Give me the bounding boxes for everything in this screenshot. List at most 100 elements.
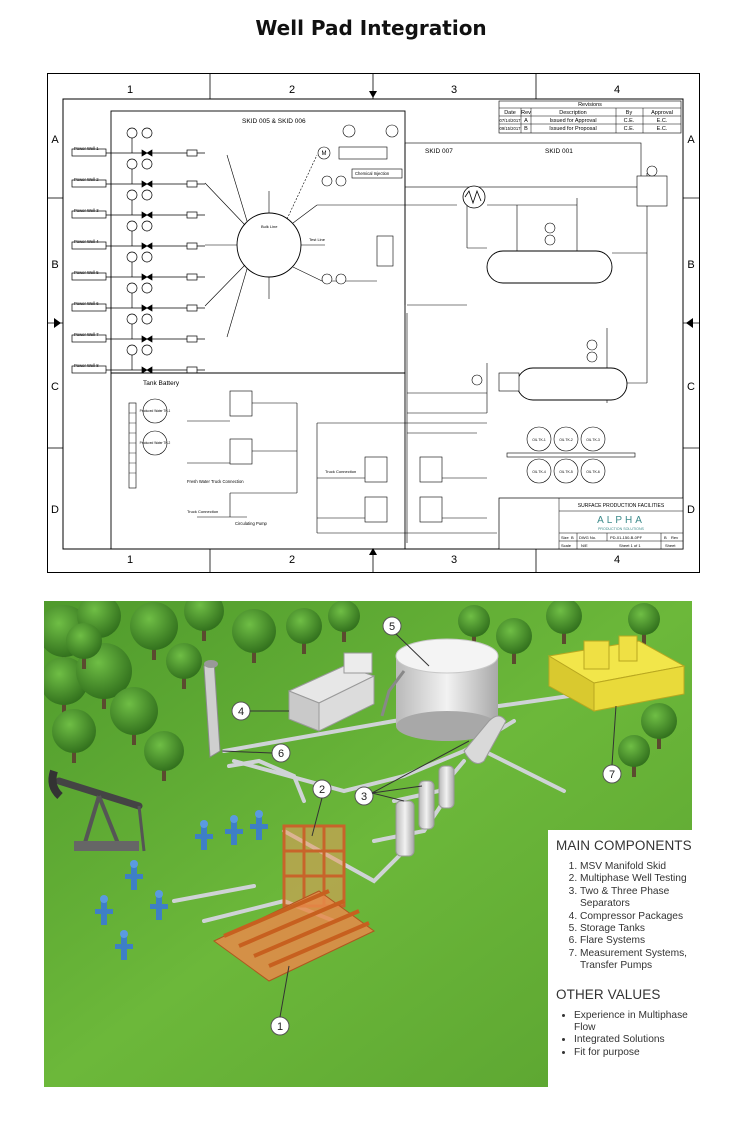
list-item: Storage Tanks — [580, 923, 692, 935]
oil-tank-label: OIL TK-5 — [559, 470, 573, 474]
tree — [166, 643, 202, 689]
callout-7: 7 — [609, 769, 615, 781]
tree — [628, 603, 660, 645]
revisions-cell: E.C. — [657, 126, 668, 132]
revisions-header: Rev — [521, 110, 531, 116]
row-label: A — [687, 134, 695, 146]
well-row — [71, 313, 205, 343]
tree — [184, 601, 224, 641]
title-block: SURFACE PRODUCTION FACILITIES ALPHA PROD… — [498, 497, 684, 550]
oil-tank-label: OIL TK-4 — [532, 470, 546, 474]
wellhead — [115, 930, 133, 960]
callout-5: 5 — [389, 621, 395, 633]
wellhead — [225, 815, 243, 845]
revisions-title: Revisions — [578, 102, 602, 108]
revisions-cell: 09/15/2017 — [500, 126, 522, 131]
company-logo: ALPHA — [597, 515, 645, 526]
main-components-title: MAIN COMPONENTS — [556, 838, 692, 853]
well-label: Power Well 4 — [74, 239, 99, 244]
tree — [546, 601, 582, 644]
row-label: A — [51, 134, 59, 146]
sheet-value: Sheet 1 of 1 — [619, 543, 641, 548]
list-item: Two & Three Phase Separators — [580, 886, 692, 911]
well-label: Power Well 2 — [74, 177, 99, 182]
tree — [286, 608, 322, 654]
well-label: Power Well 5 — [74, 270, 99, 275]
well-rows — [71, 127, 205, 374]
well-row — [71, 127, 205, 157]
dwg-label: DWG No. — [579, 535, 596, 540]
list-item: Measurement Systems, Transfer Pumps — [580, 948, 692, 973]
dwg-value: PD-01-150-B-0PF — [610, 535, 643, 540]
flare-stack — [203, 660, 221, 758]
revisions-cell: C.E. — [624, 126, 635, 132]
skid-001-label: SKID 001 — [545, 148, 573, 155]
header-label: Bulk Line — [261, 224, 278, 229]
horizontal-separator — [463, 715, 507, 764]
page-title: Well Pad Integration — [255, 16, 487, 40]
arrow-right-icon — [54, 318, 61, 328]
revisions-cell: E.C. — [657, 118, 668, 124]
well-row — [71, 251, 205, 281]
compressor-package — [287, 652, 376, 732]
tree — [458, 605, 490, 647]
fresh-water-label: Fresh Water Truck Connection — [187, 479, 244, 484]
pumpjack — [48, 769, 146, 852]
tree — [618, 735, 650, 777]
vertical-separators — [395, 765, 455, 857]
scale-value: N/E — [581, 543, 588, 548]
well-label: Power Well 7 — [74, 332, 99, 337]
row-label: C — [687, 381, 695, 393]
revisions-header: By — [626, 110, 633, 116]
tree — [232, 609, 276, 663]
tree — [496, 618, 532, 664]
trees — [44, 601, 677, 781]
wellhead — [195, 820, 213, 850]
tree — [641, 703, 677, 749]
col-label: 4 — [614, 84, 620, 96]
scale-label: Scale — [561, 543, 572, 548]
tank-battery-label: Tank Battery — [143, 380, 180, 387]
row-label: D — [687, 504, 695, 516]
skid-007-label: SKID 007 — [425, 148, 453, 155]
motor-icon: M — [322, 151, 327, 157]
produced-water-tank-label: Produced Water TK-2 — [140, 441, 171, 445]
rev-value: B — [664, 535, 667, 540]
heat-exchanger — [462, 185, 486, 209]
chemical-injection-label: Chemical Injection — [355, 171, 390, 176]
tree — [66, 623, 102, 669]
row-label: D — [51, 504, 59, 516]
list-item: Fit for purpose — [574, 1047, 692, 1059]
oil-tank-label: OIL TK-1 — [532, 438, 546, 442]
wellhead — [95, 895, 113, 925]
separator-1 — [486, 250, 613, 284]
list-item: Experience in Multiphase Flow — [574, 1010, 692, 1035]
arrow-down-icon — [369, 91, 377, 98]
wellhead — [150, 890, 168, 920]
revisions-header: Date — [504, 110, 516, 116]
row-label: B — [51, 259, 58, 271]
well-label: Power Well 1 — [74, 146, 99, 151]
size-value: B — [571, 535, 574, 540]
col-label: 2 — [289, 84, 295, 96]
oil-tank-label: OIL TK-3 — [586, 438, 600, 442]
oil-tank-label: OIL TK-6 — [586, 470, 600, 474]
other-values-list: Experience in Multiphase Flow Integrated… — [556, 1010, 692, 1060]
revisions-cell: Issued for Proposal — [549, 126, 596, 132]
truck-connection-label: Truck Connection — [325, 469, 356, 474]
tree — [52, 709, 96, 763]
circulating-pump-label: Circulating Pump — [235, 521, 268, 526]
col-label: 1 — [127, 84, 133, 96]
sheet-label: Sheet — [665, 543, 676, 548]
main-components-list: MSV Manifold Skid Multiphase Well Testin… — [556, 861, 692, 973]
col-label: 2 — [289, 554, 295, 566]
measurement-skid — [547, 635, 686, 712]
revisions-cell: B — [524, 126, 528, 132]
size-label: Size — [561, 535, 570, 540]
well-row — [71, 220, 205, 250]
manifold-header — [236, 212, 302, 278]
revisions-header: Description — [559, 110, 587, 116]
revisions-cell: Issued for Approval — [549, 118, 596, 124]
tree — [328, 601, 360, 642]
row-label: C — [51, 381, 59, 393]
